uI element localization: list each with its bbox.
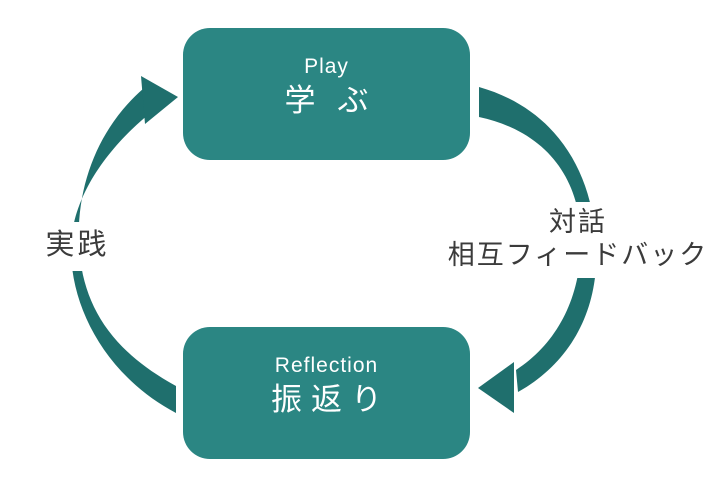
arrowhead-left-icon [478,362,514,413]
curved-arrow-down-icon [479,87,597,392]
curved-arrow-up-icon [70,88,176,413]
edge-label-dialogue-line1: 対話 [549,207,607,237]
edge-label-dialogue: 対話 相互フィードバック [437,202,719,278]
node-reflection: Reflection 振返り [183,327,470,459]
node-reflection-title: 振返り [271,382,391,417]
node-play-subtitle: Play [304,55,349,78]
node-play-title: 学ぶ [284,83,391,118]
edge-label-practice-line1: 実践 [45,229,110,261]
edge-label-practice: 実践 [34,222,118,271]
node-reflection-subtitle: Reflection [274,354,379,377]
edge-label-dialogue-line2: 相互フィードバック [447,240,709,270]
arrowhead-right-icon [141,76,178,124]
node-play: Play 学ぶ [183,28,470,160]
